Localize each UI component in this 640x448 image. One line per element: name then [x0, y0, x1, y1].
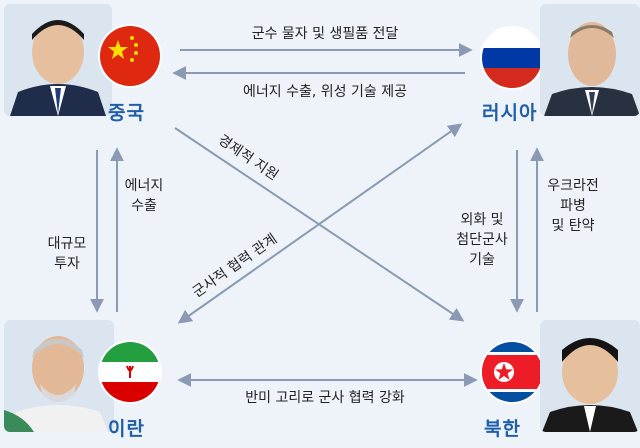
label-north-korea-to-russia-line-3: 및 탄약: [551, 218, 595, 234]
iran-leader-portrait: [4, 320, 114, 432]
node-russia: 러시아: [470, 0, 640, 130]
label-russia-to-north-korea-line-2: 첨단군사: [456, 232, 508, 248]
label-north-korea-to-russia-line-1: 우크라전: [547, 178, 599, 194]
label-china-to-iran-line-1: 대규모: [47, 236, 87, 252]
country-label-north-korea: 북한: [484, 418, 521, 440]
node-china: 중국: [0, 0, 170, 130]
label-iran-to-china-line-1: 에너지: [124, 178, 164, 194]
label-iran-to-china: 에너지 수출: [118, 176, 170, 216]
label-north-korea-to-russia-line-2: 파병: [560, 198, 586, 214]
label-north-korea-to-russia: 우크라전 파병 및 탄약: [538, 176, 608, 236]
label-russia-to-china: 에너지 수출, 위성 기술 제공: [243, 84, 407, 100]
iran-flag: [100, 342, 160, 402]
node-iran: 이란: [0, 316, 170, 448]
russia-leader-portrait: [540, 4, 640, 116]
china-leader-portrait: [4, 4, 112, 116]
label-russia-to-north-korea-line-1: 외화 및: [460, 212, 504, 228]
north-korea-flag: [482, 342, 542, 402]
label-china-to-iran: 대규모 투자: [42, 234, 92, 274]
label-china-to-russia: 군수 물자 및 생필품 전달: [251, 26, 399, 42]
russia-flag: [482, 28, 542, 88]
country-label-russia: 러시아: [482, 102, 538, 124]
label-russia-to-north-korea: 외화 및 첨단군사 기술: [448, 210, 516, 270]
china-leader-portrait-graphic: [4, 4, 112, 116]
label-russia-to-north-korea-line-3: 기술: [469, 252, 495, 268]
label-china-to-iran-line-2: 투자: [54, 256, 80, 272]
china-flag: [100, 26, 160, 86]
country-label-iran: 이란: [108, 418, 145, 440]
node-north-korea: 북한: [470, 316, 640, 448]
country-label-china: 중국: [108, 102, 145, 124]
north-korea-leader-portrait: [540, 320, 640, 432]
label-iran-north-korea: 반미 고리로 군사 협력 강화: [245, 390, 405, 406]
arrow-iran-russia: [177, 123, 463, 324]
label-iran-to-china-line-2: 수출: [131, 198, 157, 214]
